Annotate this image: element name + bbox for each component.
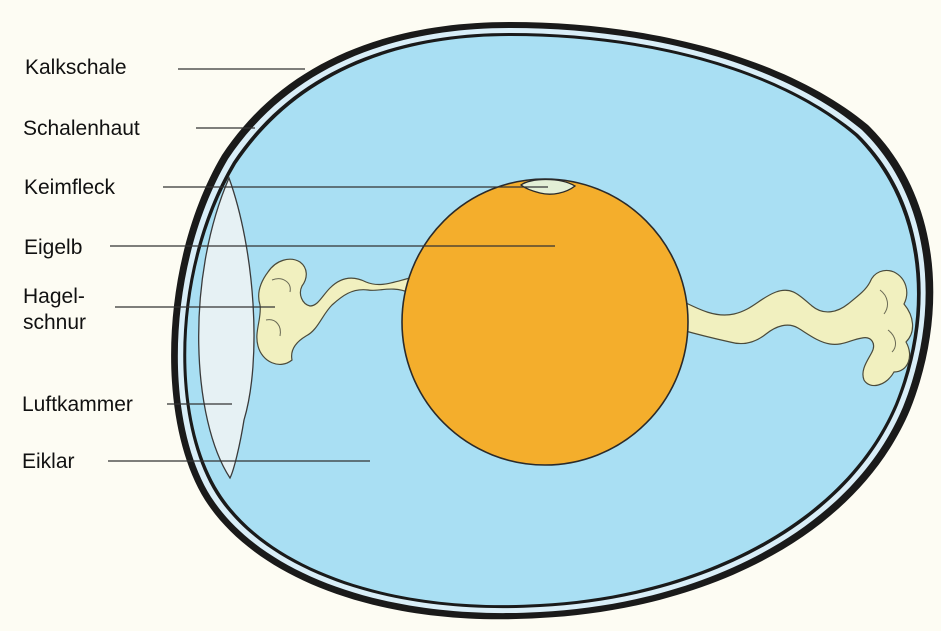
label-hagelschnur-2: schnur [23,311,86,335]
yolk [402,179,688,465]
label-eigelb: Eigelb [24,236,82,260]
label-kalkschale: Kalkschale [25,56,127,80]
label-eiklar: Eiklar [22,450,75,474]
label-schalenhaut: Schalenhaut [23,117,140,141]
label-keimfleck: Keimfleck [24,176,115,200]
label-hagelschnur-1: Hagel- [23,285,85,309]
label-luftkammer: Luftkammer [22,393,133,417]
